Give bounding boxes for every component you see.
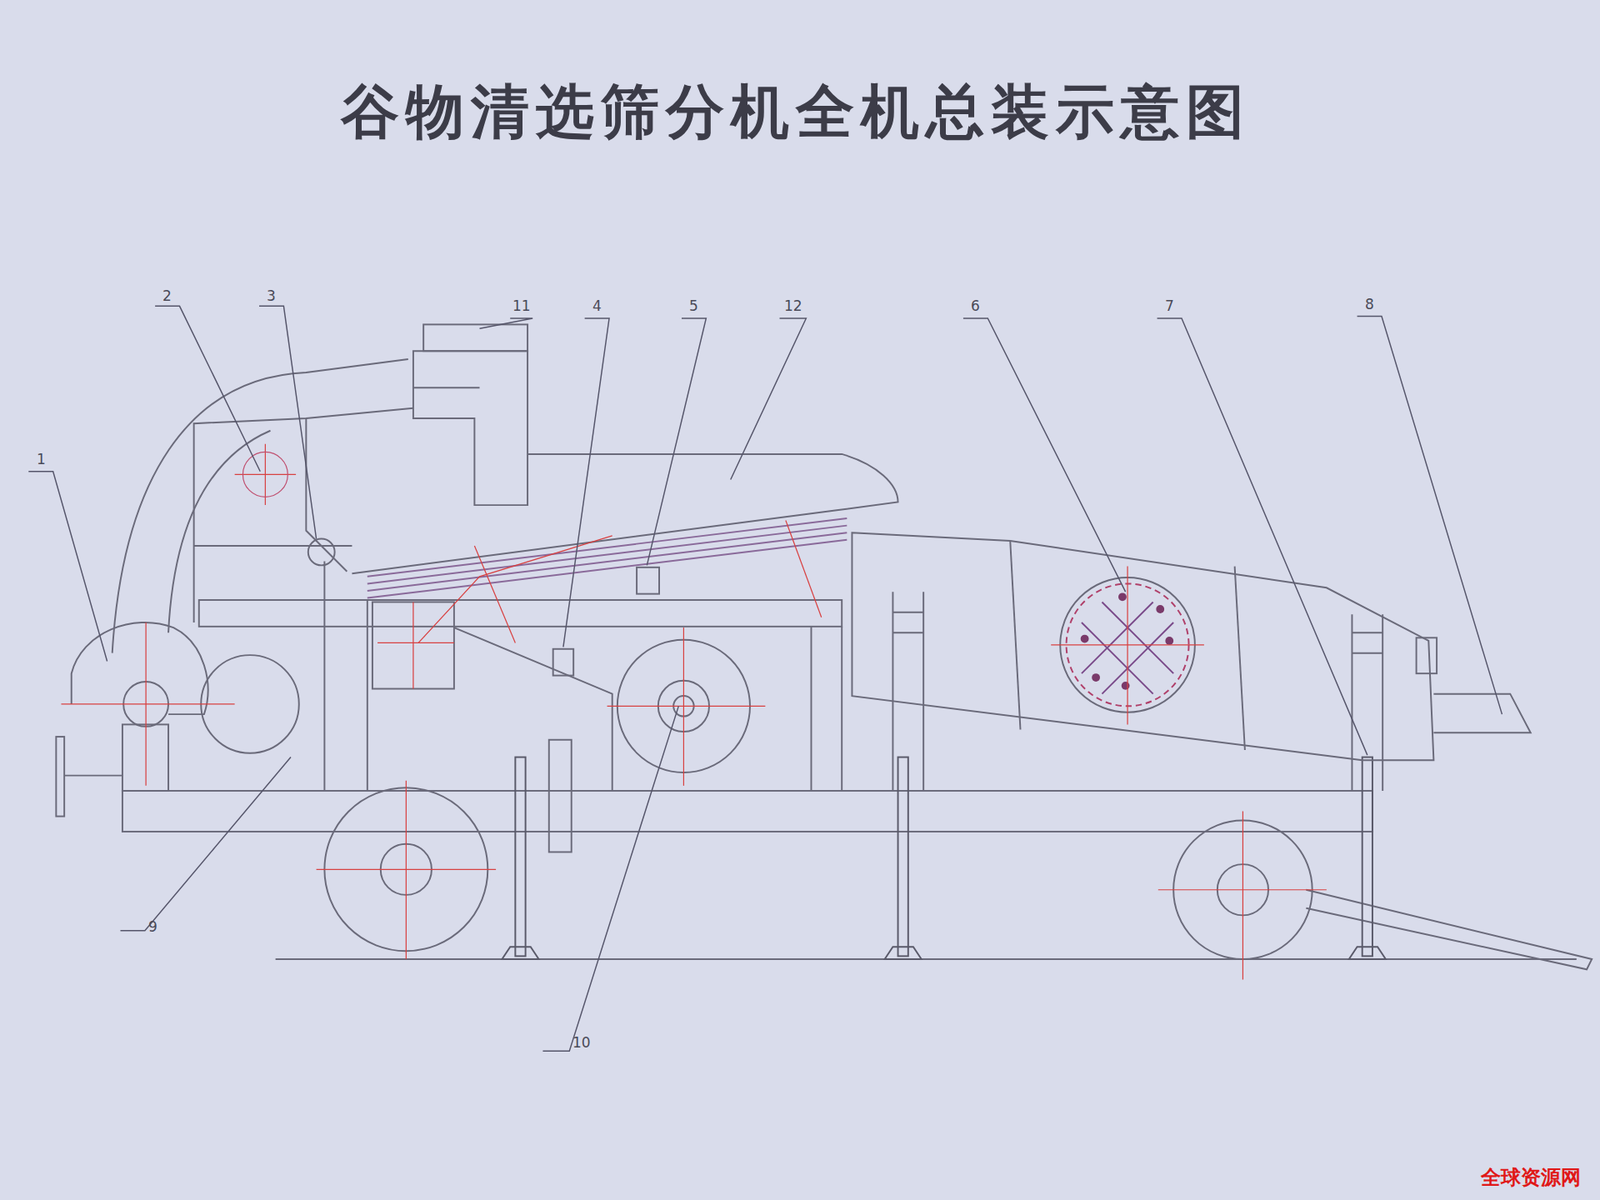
callout-number: 12 <box>782 297 805 315</box>
callout-number: 5 <box>687 297 700 315</box>
callout-number: 1 <box>35 450 48 468</box>
center-lines <box>60 444 1326 980</box>
callout-number: 9 <box>146 918 160 935</box>
leader-lines <box>28 305 1502 1051</box>
callout-number: 4 <box>590 297 604 315</box>
watermark: 全球资源网 <box>1480 1164 1581 1191</box>
callout-number: 2 <box>160 287 174 305</box>
callout-number: 11 <box>510 297 533 315</box>
callout-number: 10 <box>570 1034 593 1051</box>
machine-outline <box>55 324 1592 970</box>
drawing-title: 谷物清选筛分机全机总装示意图 <box>340 73 1251 152</box>
callout-number: 8 <box>1363 295 1376 313</box>
callout-number: 7 <box>1163 297 1176 315</box>
callout-number: 6 <box>969 297 982 315</box>
callout-number: 3 <box>265 287 278 305</box>
